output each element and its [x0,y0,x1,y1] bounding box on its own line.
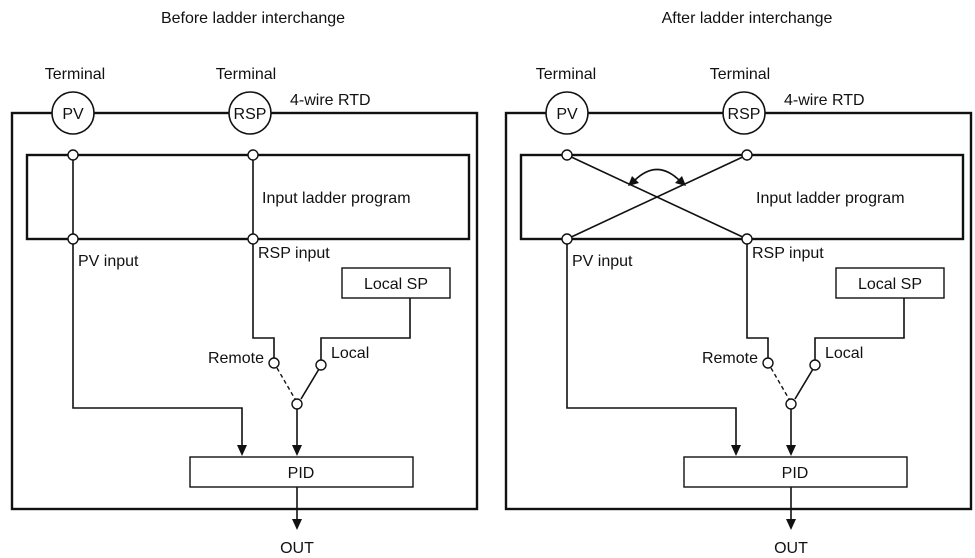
pid-label: PID [288,465,315,482]
pv-input-label: PV input [78,253,139,270]
terminal-rsp-circle [722,91,766,135]
ladder-node-pv-bottom [67,233,79,245]
ladder-node-rsp-top [247,149,259,161]
terminal-rsp-circle [228,91,272,135]
local-sp-label: Local SP [858,276,922,293]
terminal-pv-circle [51,91,95,135]
rtd-label: 4-wire RTD [290,92,371,109]
terminal-pv-circle [545,91,589,135]
terminal-pv-label: Terminal [45,66,105,83]
panel-title: After ladder interchange [662,10,833,27]
remote-label: Remote [208,350,264,367]
remote-label: Remote [702,350,758,367]
panel-title: Before ladder interchange [161,10,345,27]
straight-wiring [72,155,254,239]
panel-after: After ladder interchange Terminal Termin… [504,10,973,557]
rsp-input-label: RSP input [258,245,330,262]
interchange-arrow-icon [628,168,686,186]
ladder-node-pv-top [561,149,573,161]
crossed-wiring [566,154,748,240]
pid-label: PID [782,465,809,482]
pv-circle-label: PV [556,106,578,123]
ladder-program-label: Input ladder program [262,190,411,207]
local-label: Local [331,345,369,362]
terminal-rsp-label: Terminal [216,66,276,83]
ladder-node-rsp-top [741,149,753,161]
rsp-circle-label: RSP [234,106,267,123]
out-label: OUT [774,540,808,557]
pv-input-label: PV input [572,253,633,270]
ladder-node-rsp-bottom [741,233,753,245]
terminal-rsp-label: Terminal [710,66,770,83]
ladder-node-rsp-bottom [247,233,259,245]
ladder-node-pv-bottom [561,233,573,245]
local-label: Local [825,345,863,362]
local-sp-label: Local SP [364,276,428,293]
rsp-input-label: RSP input [752,245,824,262]
panel-frame-and-wiring [10,111,479,532]
out-label: OUT [280,540,314,557]
rtd-label: 4-wire RTD [784,92,865,109]
panel-frame-and-wiring [504,111,973,532]
rsp-circle-label: RSP [728,106,761,123]
panel-before: Before ladder interchange Terminal Termi… [10,10,479,557]
ladder-node-pv-top [67,149,79,161]
pv-circle-label: PV [62,106,84,123]
terminal-pv-label: Terminal [536,66,596,83]
ladder-program-label: Input ladder program [756,190,905,207]
